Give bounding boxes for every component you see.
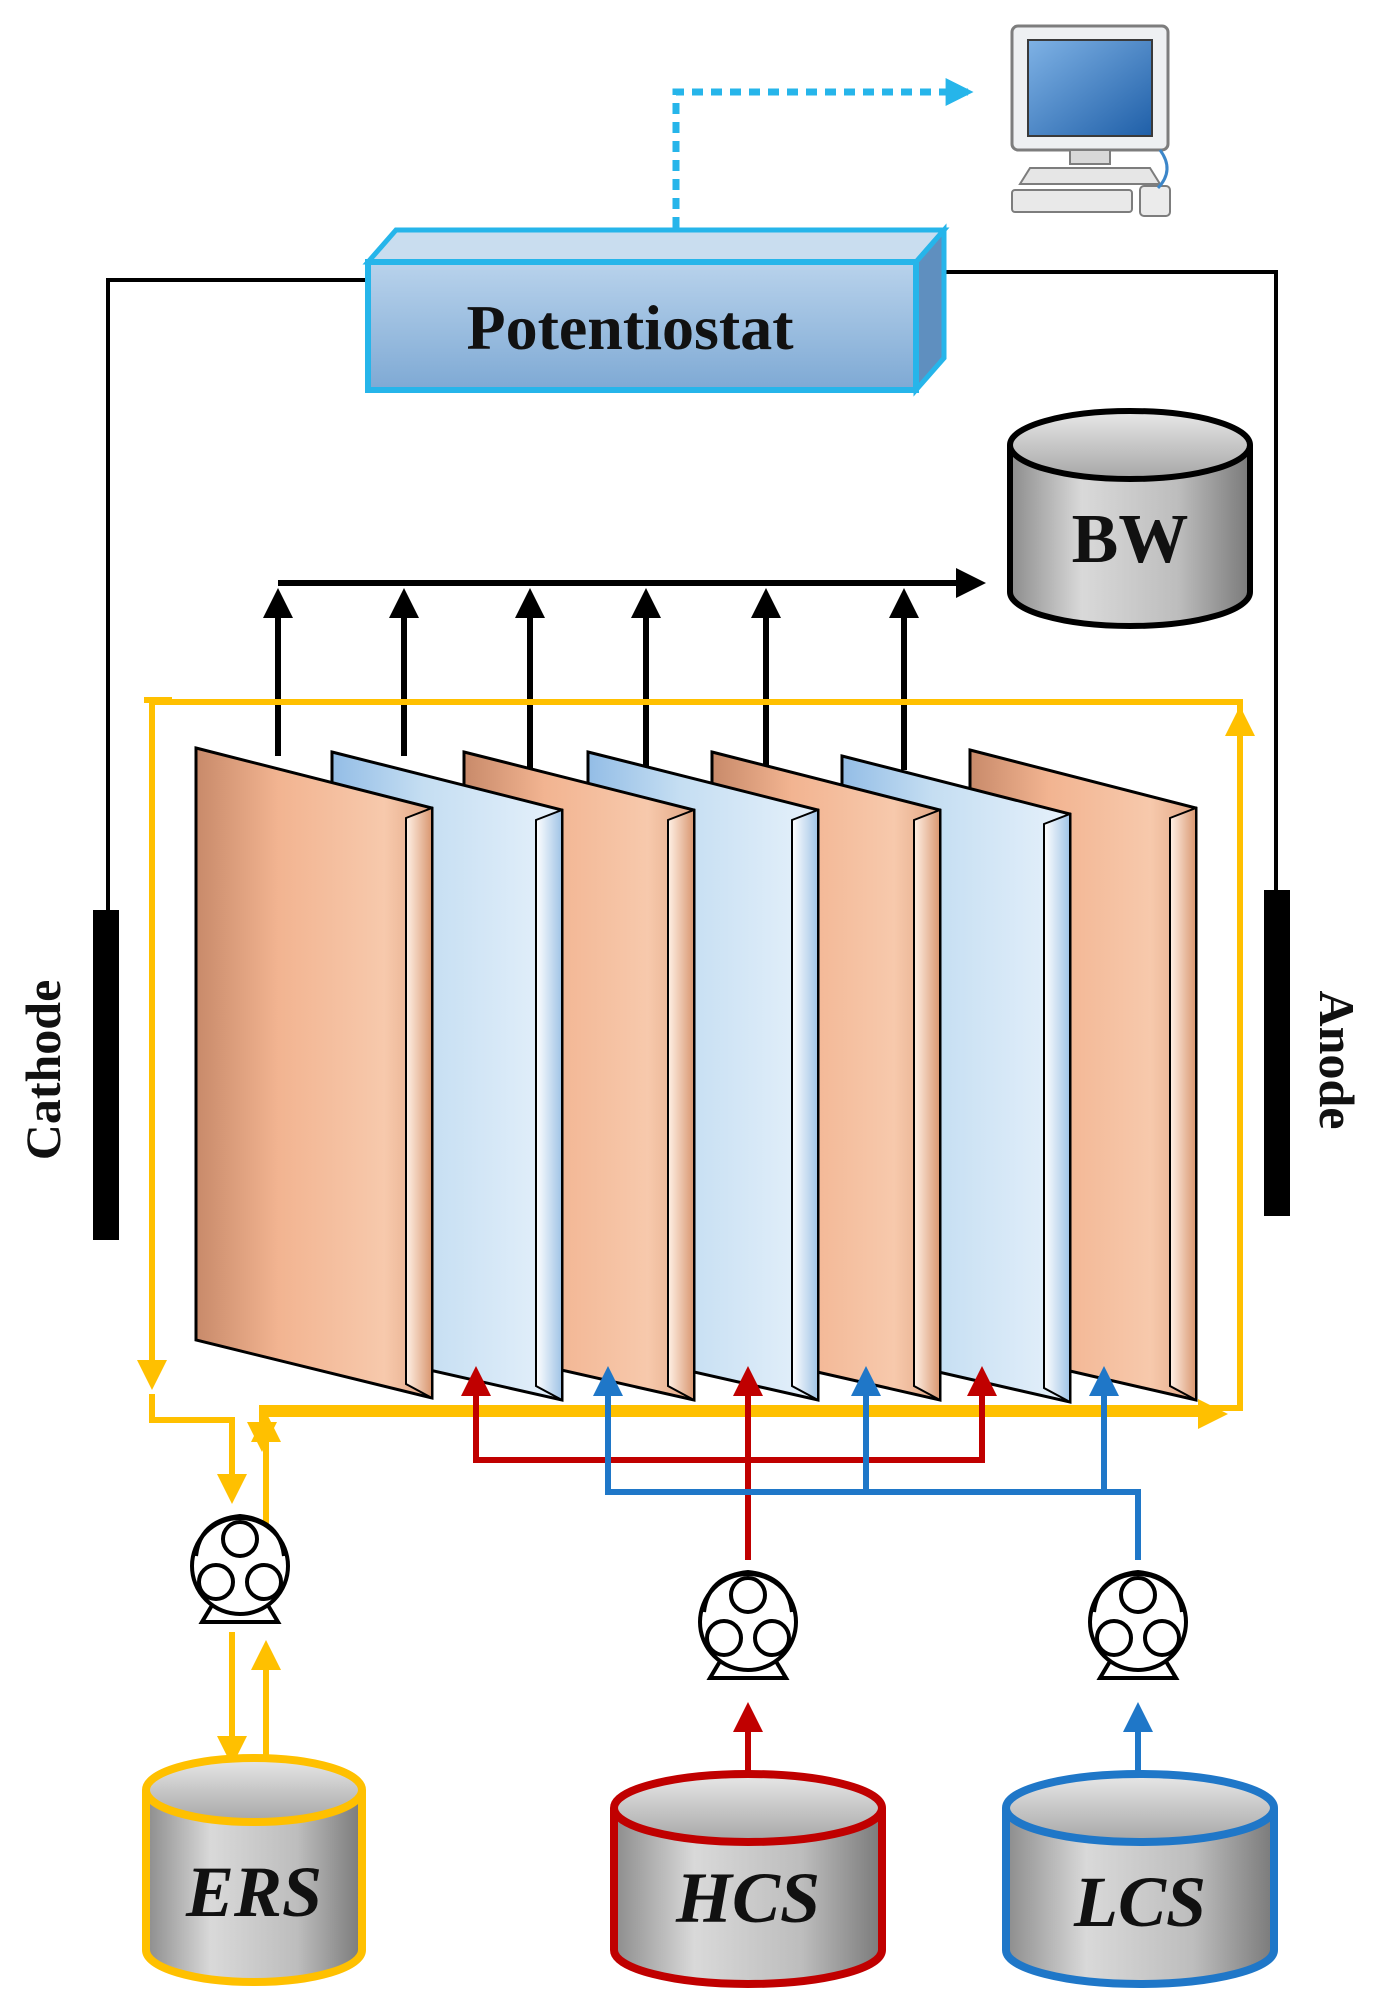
bw-label: BW (1072, 501, 1189, 578)
cathode-label: Cathode (15, 980, 71, 1161)
membrane-cation-1 (194, 746, 434, 1400)
data-link-arrow (672, 78, 974, 228)
hcs-tank: HCS (610, 1770, 886, 1988)
ers-tank: ERS (142, 1754, 366, 1986)
lcs-feed-lines (593, 1366, 1153, 1778)
cathode: Cathode (15, 910, 119, 1240)
membrane-stack (194, 746, 1198, 1404)
lcs-tank: LCS (1002, 1770, 1278, 1988)
pump-icon (698, 1570, 798, 1680)
bw-tank: BW (1007, 408, 1253, 629)
anode: Anode (1264, 890, 1365, 1216)
ers-label: ERS (185, 1852, 322, 1932)
anode-label: Anode (1309, 991, 1365, 1130)
lcs-label: LCS (1073, 1862, 1206, 1942)
pump-icon (1088, 1570, 1188, 1680)
electrode-wires (106, 270, 1278, 912)
computer-icon (1010, 24, 1171, 217)
hcs-label: HCS (675, 1858, 820, 1938)
hcs-feed-lines (461, 1366, 997, 1778)
potentiostat-label: Potentiostat (466, 292, 794, 363)
brine-outlet-arrows (263, 568, 986, 770)
potentiostat: Potentiostat (362, 223, 950, 397)
pump-icon (190, 1514, 290, 1624)
ers-pump-lines (217, 1412, 281, 1770)
